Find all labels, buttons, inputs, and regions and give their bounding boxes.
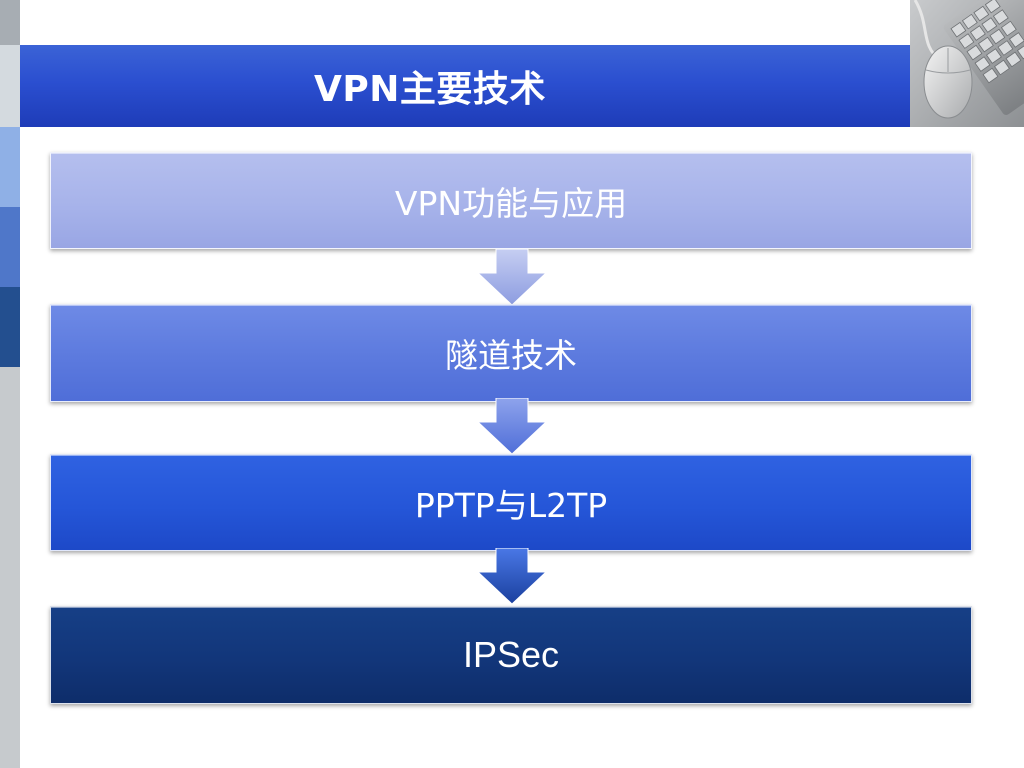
strip-segment (0, 287, 20, 367)
flow-step-4: IPSec (50, 606, 972, 704)
flow-step-2: 隧道技术 (50, 304, 972, 402)
strip-segment (0, 45, 20, 127)
flow-step-3: PPTP与L2TP (50, 454, 972, 551)
flow-step-label: 隧道技术 (445, 336, 577, 375)
flow-step-1: VPN功能与应用 (50, 152, 972, 249)
flow-step-label: PPTP与L2TP (414, 485, 608, 525)
down-arrow-icon (476, 548, 548, 605)
strip-segment (0, 207, 20, 287)
left-decorative-strip (0, 0, 20, 768)
strip-segment (0, 127, 20, 207)
slide-title: VPN主要技术 (314, 69, 546, 110)
strip-segment (0, 367, 20, 768)
slide-title-bar: VPN主要技术 (20, 45, 910, 127)
down-arrow-icon (476, 249, 548, 306)
flow-step-label: IPSec (462, 634, 560, 675)
down-arrow-icon (476, 398, 548, 455)
strip-segment (0, 0, 20, 45)
flow-step-label: VPN功能与应用 (394, 183, 628, 223)
keyboard-mouse-photo (910, 0, 1024, 127)
